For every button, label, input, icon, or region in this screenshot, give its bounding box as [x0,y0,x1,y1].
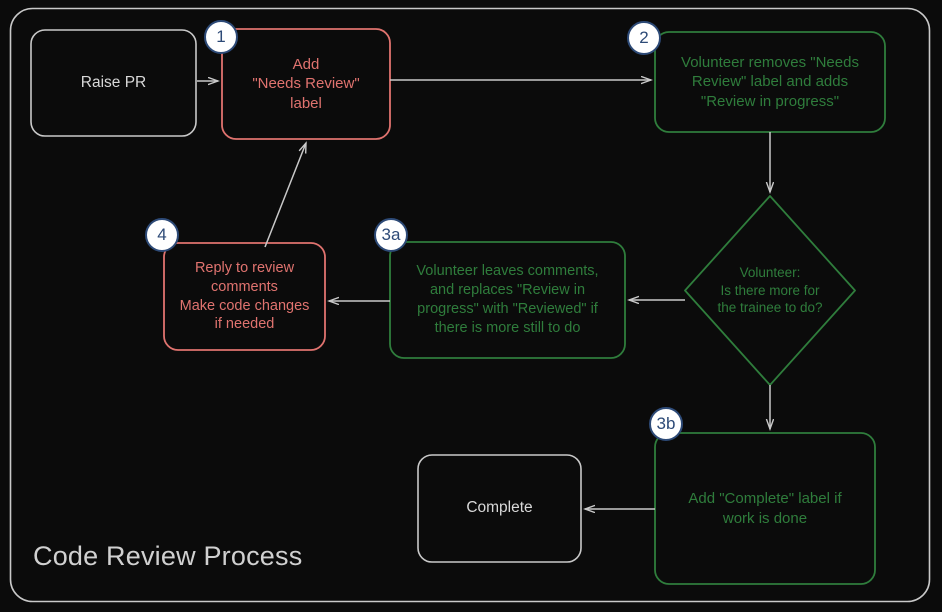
node-raise-pr[interactable] [30,29,197,137]
edge-reply-to-add-label [264,143,306,248]
step-badge-3b[interactable]: 3b [649,407,683,441]
node-volunteer-decision[interactable] [684,195,856,386]
node-add-complete-label[interactable] [654,432,876,585]
diagram-title: Code Review Process [33,541,303,571]
diagram-frame [9,7,931,603]
node-volunteer-leaves-comments[interactable] [389,241,626,359]
step-badge-1[interactable]: 1 [204,20,238,54]
node-add-needs-review-label[interactable] [221,28,391,140]
node-complete[interactable] [417,454,582,563]
step-badge-4[interactable]: 4 [145,218,179,252]
step-badge-3a[interactable]: 3a [374,218,408,252]
node-reply-to-review-comments[interactable] [163,242,326,351]
node-volunteer-removes-label[interactable] [654,31,886,133]
step-badge-2[interactable]: 2 [627,21,661,55]
